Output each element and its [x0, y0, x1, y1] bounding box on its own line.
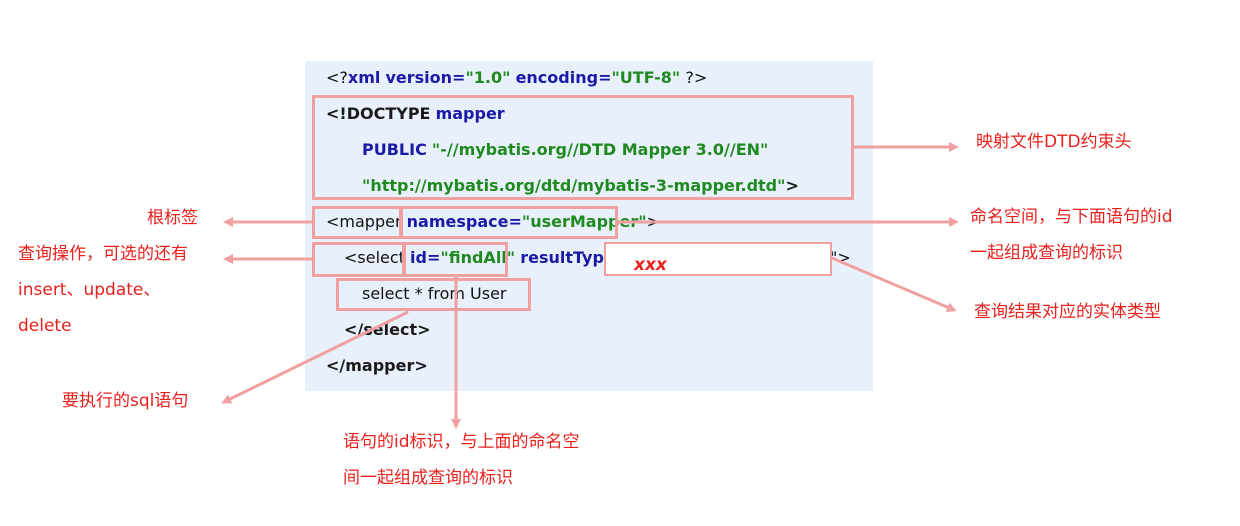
- xml-version-attr: version=: [385, 68, 466, 87]
- xml-version-value: "1.0": [465, 68, 511, 87]
- annotation-operation-1: 查询操作，可选的还有: [18, 244, 188, 264]
- xml-encoding-value: "UTF-8": [611, 68, 681, 87]
- dtd-url-line: "http://mybatis.org/dtd/mybatis-3-mapper…: [362, 176, 799, 196]
- annotation-namespace-2: 一起组成查询的标识: [970, 243, 1123, 263]
- doctype-line: <!DOCTYPE mapper: [326, 104, 505, 124]
- id-attr: id=: [410, 248, 441, 267]
- id-highlight-box: [403, 242, 508, 277]
- annotation-root-tag: 根标签: [147, 208, 198, 228]
- mapper-open-tag: <mapper: [326, 212, 402, 231]
- sql-highlight-box: [336, 278, 531, 311]
- result-type-placeholder: [605, 243, 831, 275]
- public-id: "-//mybatis.org//DTD Mapper 3.0//EN": [431, 140, 769, 159]
- select-open-tag: <select: [344, 248, 405, 267]
- arrow-result-type: [831, 256, 957, 312]
- sql-line: select * from User: [362, 284, 507, 304]
- annotation-operation-2: insert、update、: [18, 280, 161, 300]
- xml-declaration: <?xml version="1.0" encoding="UTF-8" ?>: [326, 68, 707, 88]
- arrow-sql: [221, 310, 409, 404]
- doctype-name: mapper: [435, 104, 505, 123]
- doctype-highlight-box: [312, 95, 854, 200]
- annotation-sql: 要执行的sql语句: [62, 391, 189, 411]
- result-type-highlight-box: [604, 242, 832, 276]
- result-type-attr: resultType=: [520, 248, 629, 267]
- xml-decl-open: <?: [326, 68, 348, 87]
- annotation-id-1: 语句的id标识，与上面的命名空: [343, 432, 580, 452]
- dtd-close: >: [785, 176, 799, 195]
- annotation-result-type: 查询结果对应的实体类型: [974, 302, 1161, 322]
- annotation-namespace-1: 命名空间，与下面语句的id: [970, 207, 1173, 227]
- sql-text: select * from User: [362, 284, 507, 303]
- id-value: "findAll": [440, 248, 516, 267]
- xml-encoding-attr: encoding=: [515, 68, 612, 87]
- dtd-url: "http://mybatis.org/dtd/mybatis-3-mapper…: [362, 176, 786, 195]
- annotation-operation-3: delete: [18, 316, 72, 336]
- public-keyword: PUBLIC: [362, 140, 427, 159]
- mapper-close-tag: </mapper>: [326, 356, 428, 375]
- namespace-highlight-box: [400, 206, 618, 239]
- annotation-dtd-header: 映射文件DTD约束头: [976, 132, 1132, 152]
- doctype-public-line: PUBLIC "-//mybatis.org//DTD Mapper 3.0//…: [362, 140, 768, 160]
- select-open-line: <select id="findAll" resultType=: [344, 248, 628, 268]
- result-type-value: xxx: [634, 255, 667, 275]
- doctype-open: <!DOCTYPE: [326, 104, 431, 123]
- xml-decl-name: xml: [347, 68, 381, 87]
- mapper-close-line: </mapper>: [326, 356, 428, 376]
- xml-decl-close: ?>: [685, 68, 708, 87]
- annotation-id-2: 间一起组成查询的标识: [343, 468, 513, 488]
- namespace-attr: namespace=: [406, 212, 522, 231]
